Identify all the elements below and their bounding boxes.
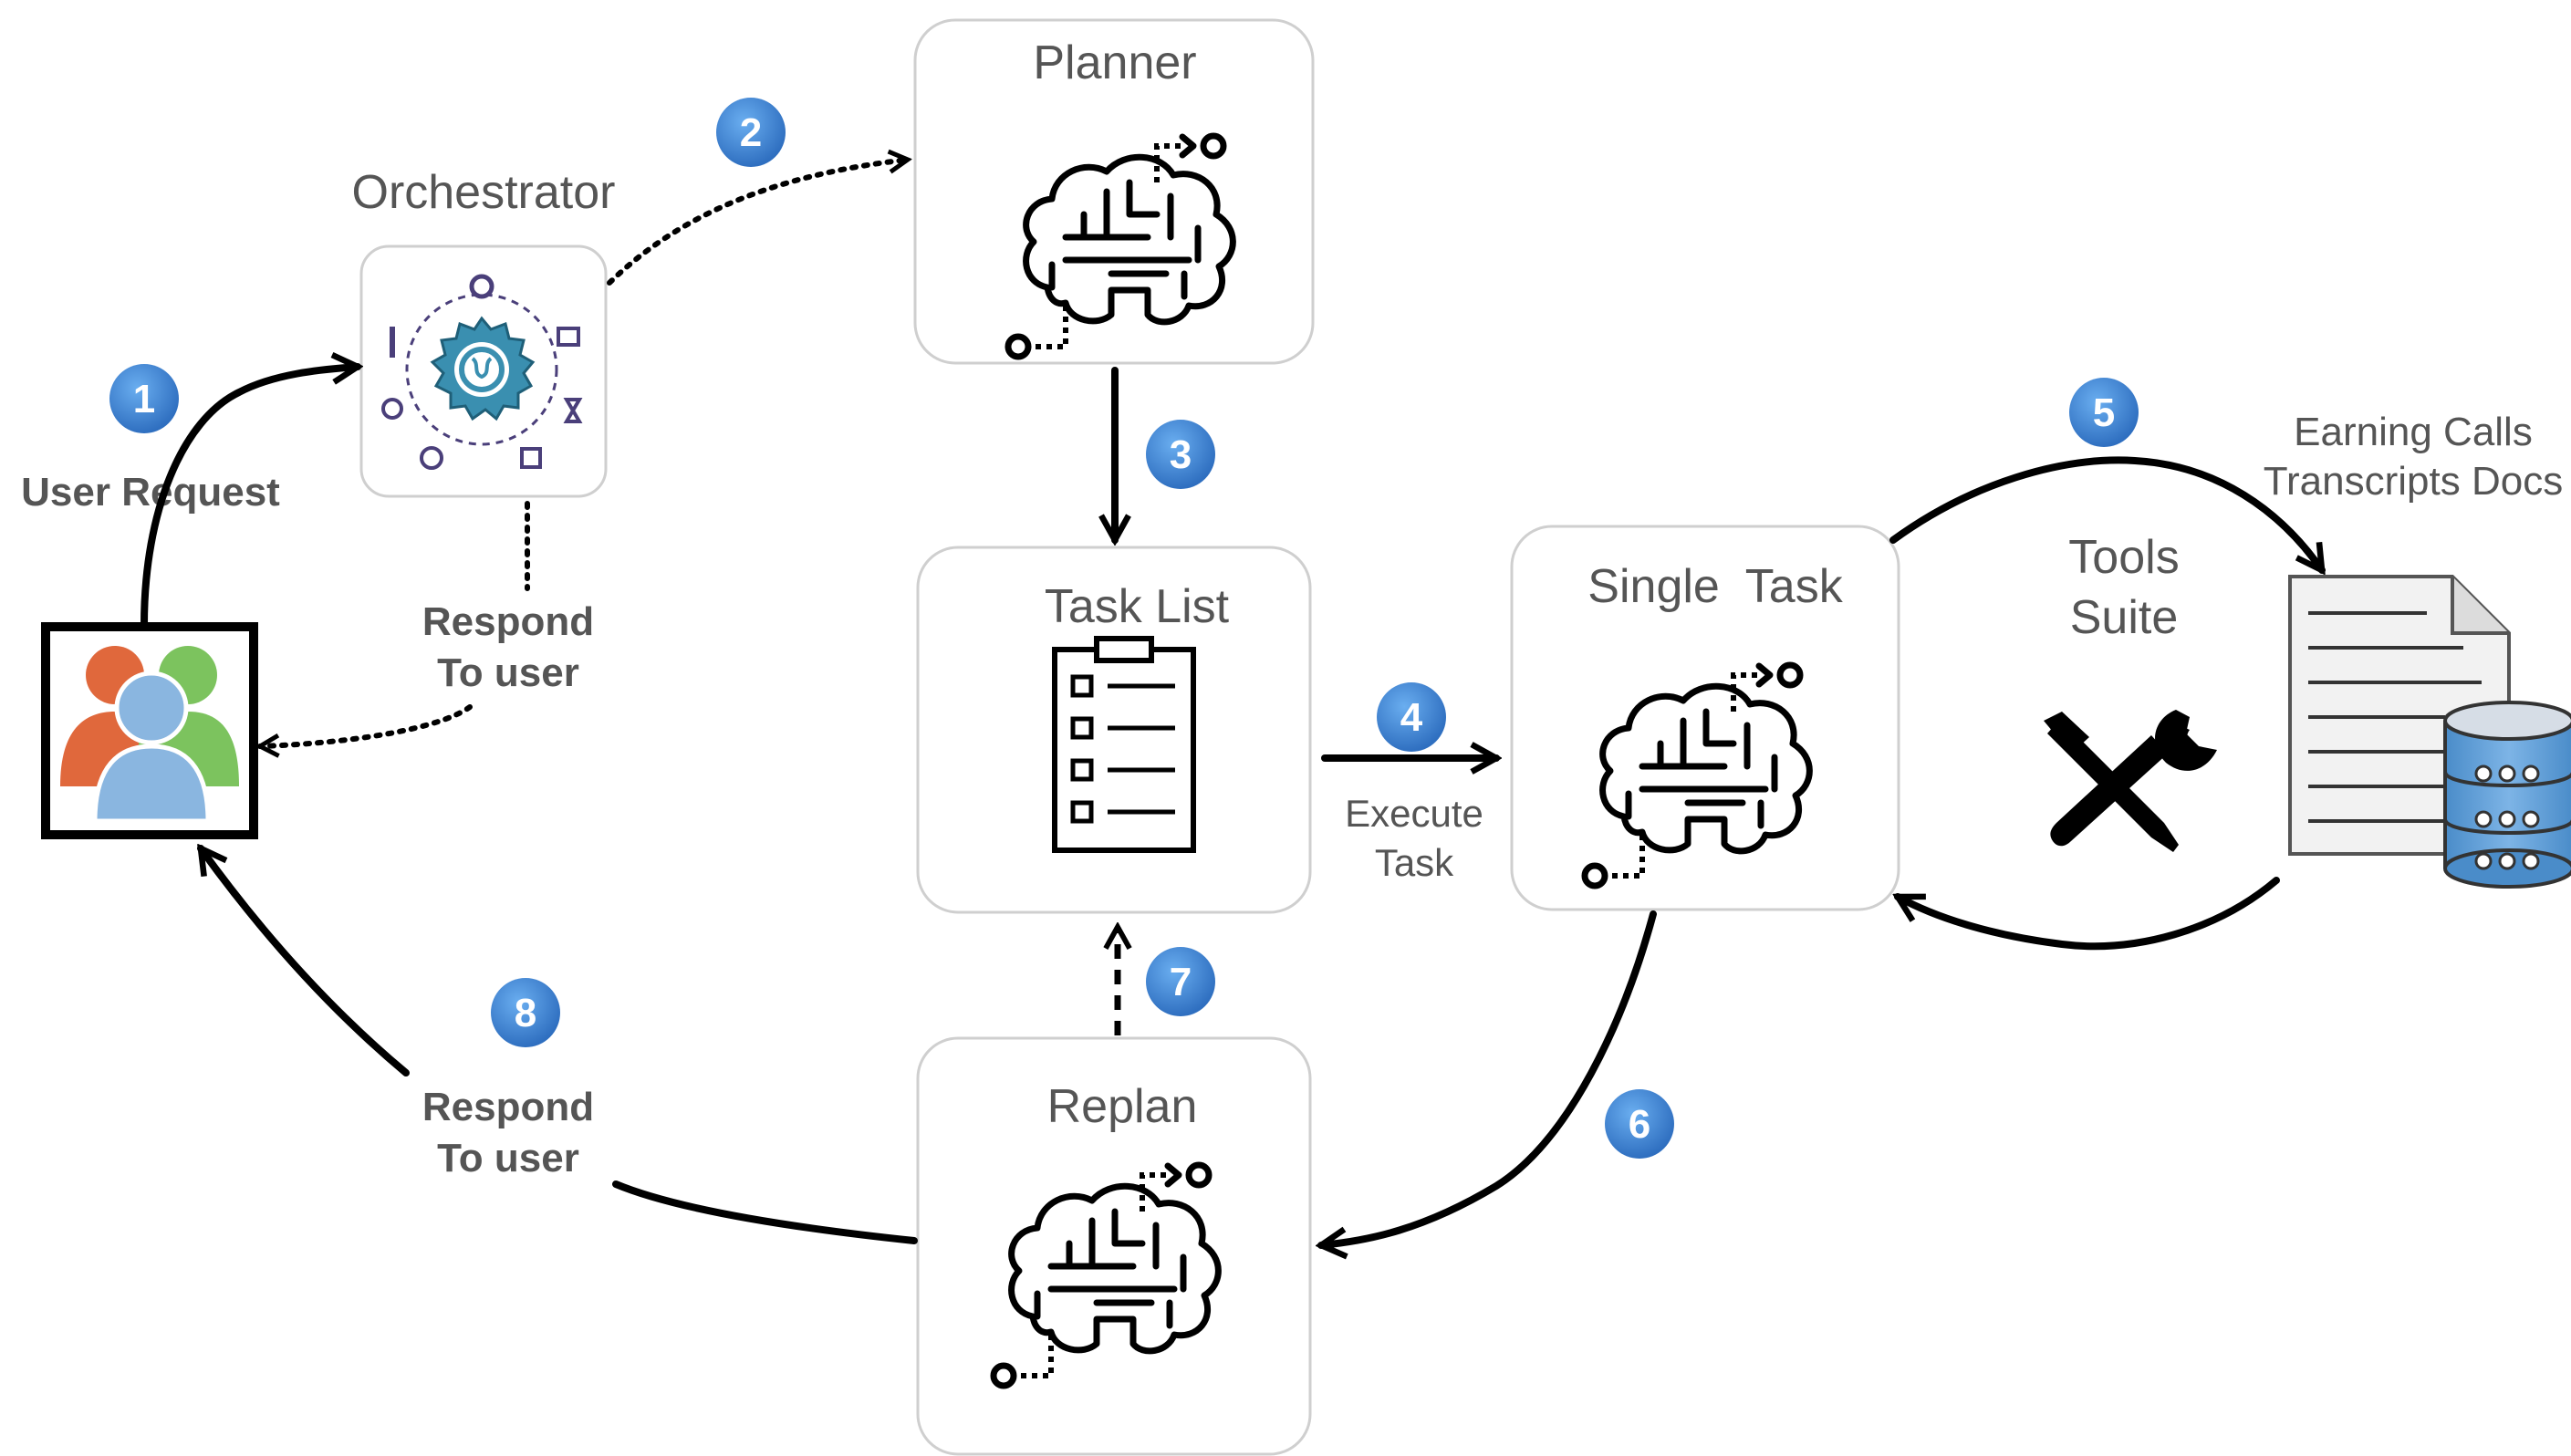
tools-suite-label-line2: Suite [2070,591,2179,644]
orchestrator-gear-icon [381,274,583,470]
user-group-icon [41,622,258,839]
document-database-icon [2288,575,2571,889]
execute-task-label-line1: Execute [1345,792,1483,835]
step-badge-5-number: 5 [2093,390,2115,435]
earning-calls-label-line2: Transcripts Docs [2264,459,2563,504]
tools-suite-label-line1: Tools [2068,531,2179,584]
planner-box [913,18,1315,365]
settings-icon [469,274,494,299]
chat-icon [557,327,580,347]
brain-small-icon [420,446,443,470]
puzzle-icon [520,447,542,469]
step-badge-6: 6 [1605,1089,1674,1159]
step-badge-8-number: 8 [515,991,536,1035]
step-badge-6-number: 6 [1629,1102,1650,1147]
step-badge-1: 1 [109,364,179,433]
edge-single-task-to-replan [1321,910,1657,1245]
replan-label: Replan [1047,1080,1198,1133]
respond-top-label-line1: Respond [422,599,594,644]
tools-icon [2044,710,2217,852]
respond-bottom-label-line1: Respond [422,1085,594,1129]
step-badge-5: 5 [2069,378,2139,447]
edge-user-to-orchestrator [141,367,358,629]
step-badge-7: 7 [1146,947,1215,1016]
earning-calls-label-line1: Earning Calls [2294,410,2533,454]
edge-replan-to-user-b [197,848,410,1076]
hourglass-icon [563,398,583,423]
step-badge-1-number: 1 [133,377,155,421]
respond-top-label-line2: To user [437,650,579,695]
edge-single-task-to-docs [1889,456,2326,570]
step-badge-3-number: 3 [1170,432,1192,477]
single-task-label: Single Task [1587,560,1843,613]
planner-label: Planner [1033,36,1196,89]
step-badge-7-number: 7 [1170,960,1192,1004]
step-badge-2: 2 [716,98,786,167]
execute-task-label-line2: Task [1375,841,1454,884]
step-badge-4: 4 [1377,682,1446,752]
bulb-icon [381,398,403,420]
respond-bottom-label-line2: To user [437,1136,579,1180]
step-badge-4-number: 4 [1400,695,1423,740]
step-badge-8: 8 [491,978,560,1047]
user-request-label: User Request [21,470,280,515]
edge-orchestrator-to-planner [607,160,908,286]
step-badge-3: 3 [1146,420,1215,489]
edge-replan-to-user-a [612,1180,918,1244]
edge-docs-to-single-task [1898,877,2280,951]
orchestrator-label: Orchestrator [352,166,616,219]
database-icon [2443,701,2571,889]
task-list-label: Task List [1045,580,1230,633]
step-badge-2-number: 2 [740,110,762,155]
clipboard-icon [1052,636,1196,853]
edge-respond-to-user-top [260,704,473,746]
